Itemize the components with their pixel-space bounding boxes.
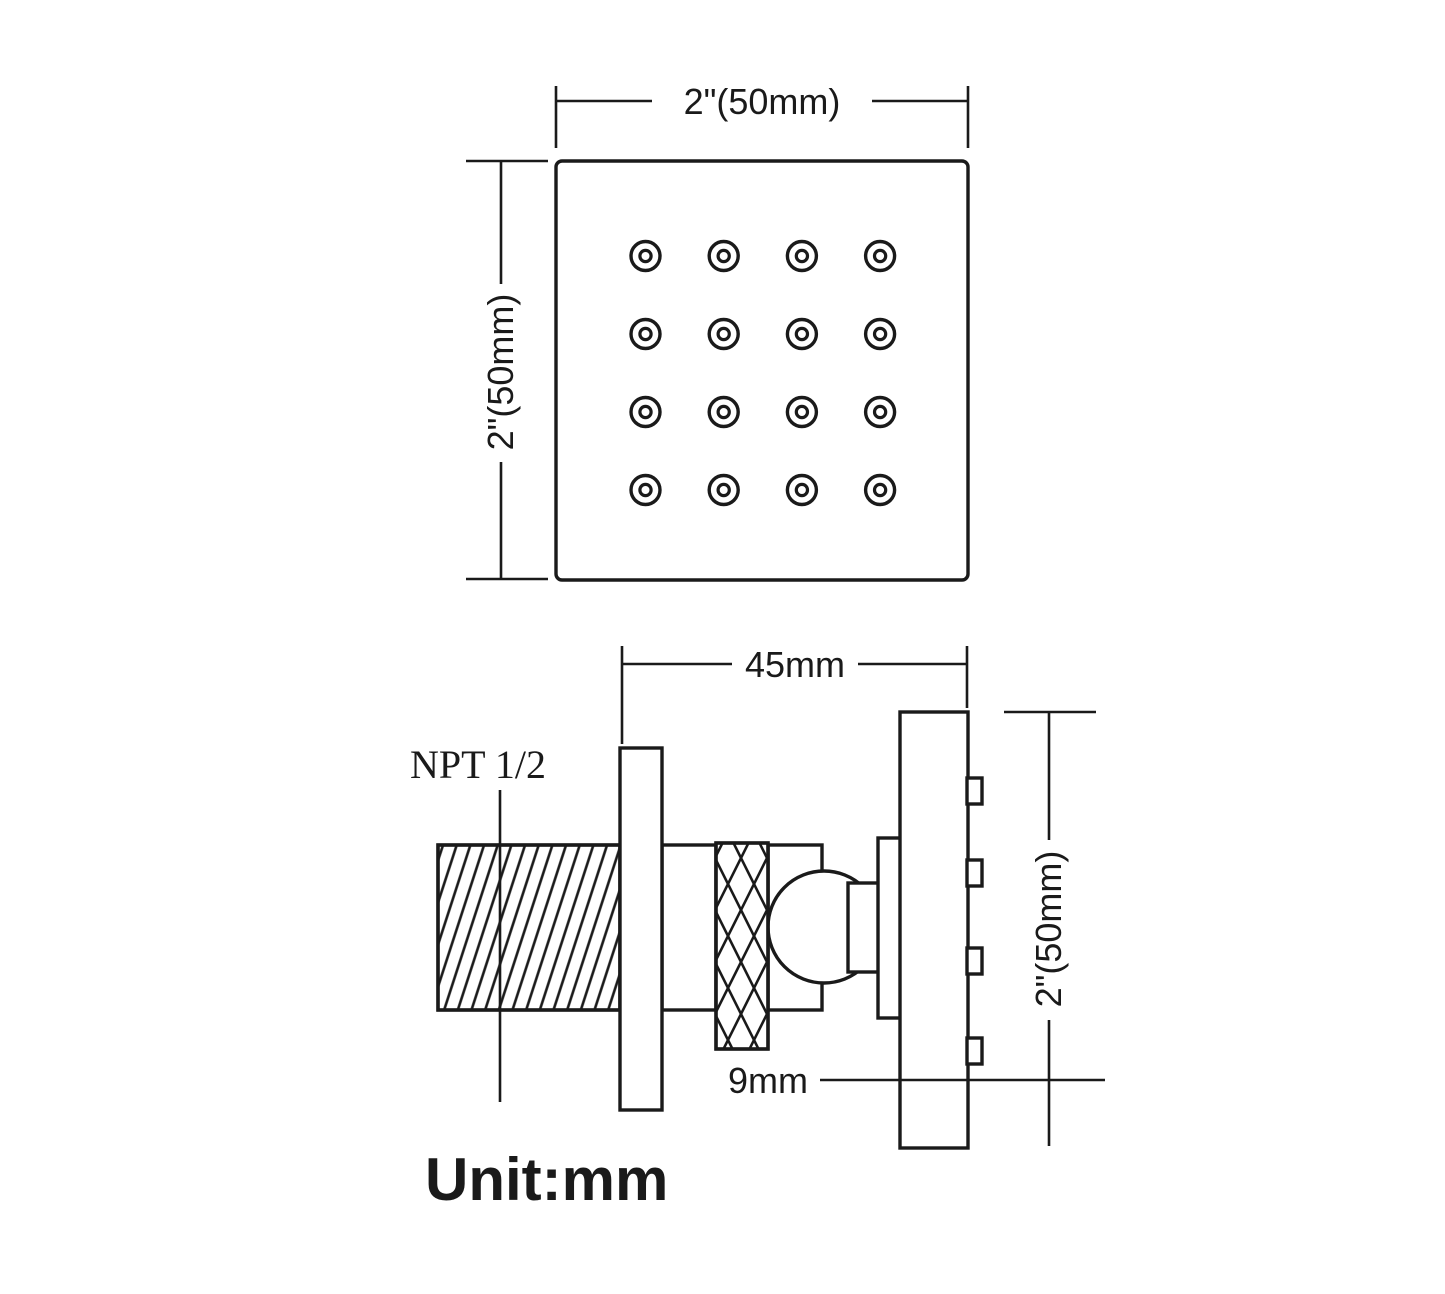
top-height-dimension: 2"(50mm) [466, 159, 548, 581]
mounting-flange [618, 746, 664, 1112]
nozzle [707, 239, 740, 273]
nozzle-grid [629, 239, 897, 507]
thread-callout: NPT 1/2 [410, 742, 546, 1102]
nozzle-bump [965, 776, 984, 806]
nozzle [863, 395, 897, 429]
knurled-nut [714, 841, 770, 1051]
nozzle [785, 239, 819, 273]
top-height-label: 2"(50mm) [480, 294, 521, 451]
face-plate-side [898, 710, 970, 1150]
joint-plate [876, 836, 904, 1020]
nozzle-bump [965, 946, 984, 976]
nozzle [707, 317, 740, 351]
top-view [554, 159, 970, 582]
side-width-label: 45mm [745, 644, 845, 685]
nozzle [629, 239, 662, 273]
top-width-label: 2"(50mm) [684, 81, 841, 122]
nozzle [707, 395, 740, 429]
nozzle [629, 473, 662, 507]
joint-neck [846, 881, 882, 974]
nozzle-bump [965, 1036, 984, 1066]
nozzle-depth-callout: 9mm [728, 1060, 1105, 1101]
nozzle-bump [965, 858, 984, 888]
nozzle [785, 317, 819, 351]
side-height-dimension: 2"(50mm) [1004, 710, 1096, 1146]
nozzle [863, 473, 897, 507]
threaded-stem [436, 843, 622, 1012]
nozzle [629, 317, 662, 351]
side-height-label: 2"(50mm) [1028, 851, 1069, 1008]
unit-label: Unit:mm [425, 1146, 668, 1213]
nozzle [785, 473, 819, 507]
faceplate-front [554, 159, 970, 582]
thread-label: NPT 1/2 [410, 742, 546, 787]
nozzle [863, 317, 897, 351]
nozzle [863, 239, 897, 273]
side-view [436, 710, 984, 1150]
side-width-dimension: 45mm [620, 644, 969, 744]
top-width-dimension: 2"(50mm) [554, 81, 970, 148]
nozzle [629, 395, 662, 429]
nozzle [785, 395, 819, 429]
nozzle [707, 473, 740, 507]
nozzle-depth-label: 9mm [728, 1060, 808, 1101]
body-section-a [660, 843, 718, 1012]
